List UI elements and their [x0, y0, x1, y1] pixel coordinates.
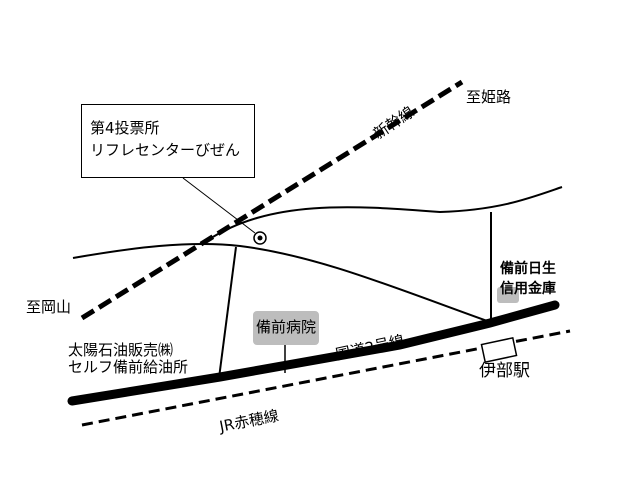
- national-route-2: [67, 300, 560, 406]
- callout-line-2: リフレセンターびぜん: [90, 141, 241, 159]
- gas-station-label-line-1: 太陽石油販売㈱: [68, 341, 174, 359]
- west-road: [72, 242, 491, 323]
- to-okayama-label: 至岡山: [26, 298, 72, 316]
- bank-label-line-2: 信用金庫: [500, 281, 556, 297]
- callout-leader-line: [182, 177, 256, 234]
- hospital-highlight: [253, 311, 319, 345]
- gas-station-label-line-2: セルフ備前給油所: [68, 358, 189, 376]
- polling-place-callout: 第4投票所 リフレセンターびぜん: [81, 104, 255, 178]
- upper-road: [207, 186, 563, 241]
- bank-label: 備前日生 信用金庫: [500, 259, 556, 299]
- shinkansen-track: [80, 79, 464, 321]
- callout-line-1: 第4投票所: [90, 119, 160, 137]
- inbe-station-label: 伊部駅: [479, 361, 530, 381]
- polling-place-marker-inner: [257, 235, 263, 241]
- hospital-label: 備前病院: [256, 318, 317, 336]
- gas-station-label: 太陽石油販売㈱ セルフ備前給油所: [68, 342, 188, 376]
- gas-station-road: [218, 246, 237, 379]
- inbe-station-box: [480, 336, 518, 364]
- to-himeji-label: 至姫路: [466, 88, 512, 106]
- bank-highlight: [497, 287, 519, 303]
- bank-label-line-1: 備前日生: [500, 261, 556, 277]
